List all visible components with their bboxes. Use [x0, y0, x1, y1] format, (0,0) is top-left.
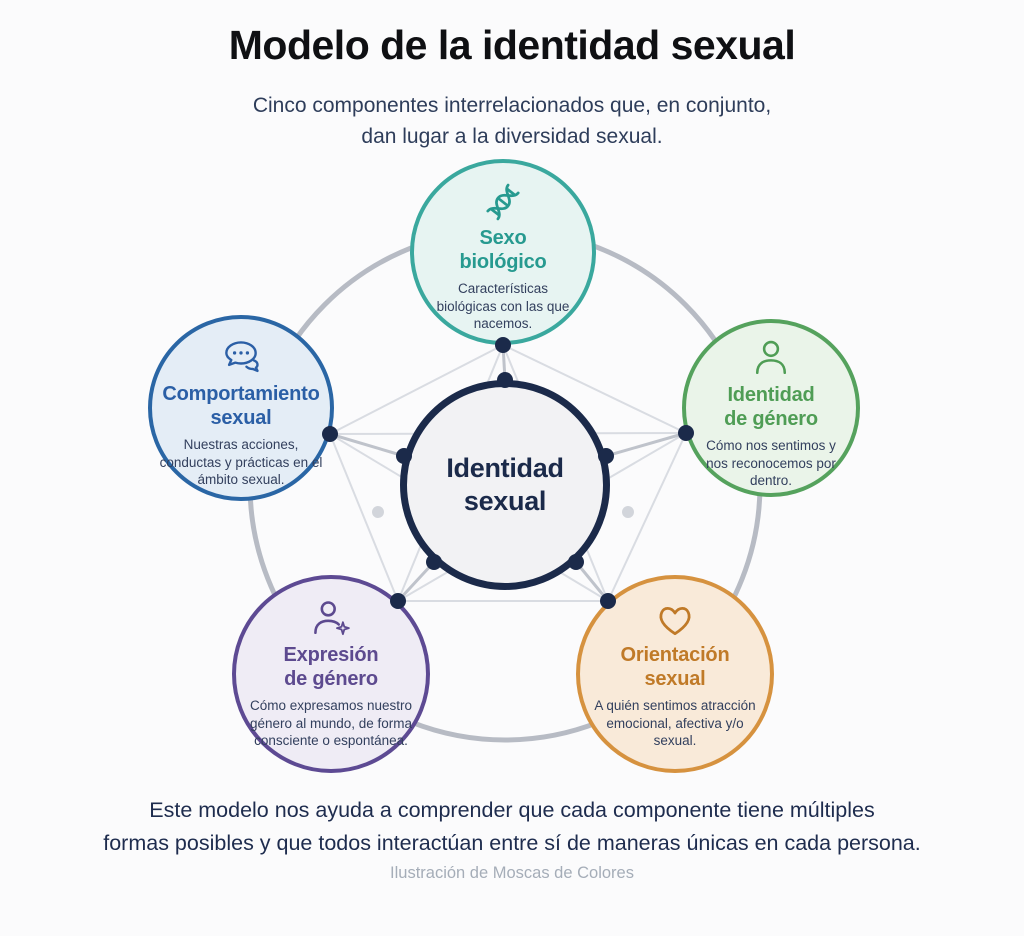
heart-icon: [653, 597, 697, 641]
node-title-line: sexual: [644, 668, 706, 690]
footer-note-line: Este modelo nos ayuda a comprender que c…: [149, 798, 875, 822]
node-title-line: biológico: [459, 251, 547, 273]
footer-note-line: formas posibles y que todos interactúan …: [103, 831, 921, 855]
footer-note: Este modelo nos ayuda a comprender que c…: [0, 794, 1024, 860]
credit: Ilustración de Moscas de Colores: [390, 864, 634, 882]
node-title-line: de género: [284, 668, 378, 690]
subtitle-line: dan lugar a la diversidad sexual.: [361, 125, 663, 148]
subtitle: Cinco componentes interrelacionados que,…: [0, 90, 1024, 152]
node-description: Características biológicas con las que n…: [436, 281, 570, 331]
subtitle-line: Cinco componentes interrelacionados que,…: [252, 94, 772, 117]
center-title-line: sexual: [463, 486, 547, 516]
node-title-line: Comportamiento: [162, 383, 320, 405]
node-title-line: de género: [724, 408, 818, 430]
node-title-line: Sexo: [479, 227, 527, 249]
node-title-line: Identidad: [727, 384, 815, 406]
center-title-line: Identidad: [446, 453, 564, 483]
chat-bubbles-icon: [219, 336, 263, 380]
node-description: Cómo nos sentimos y nos reconocemos por …: [706, 438, 836, 488]
node-description: Cómo expresamos nuestro género al mundo,…: [249, 698, 413, 748]
person-icon: [749, 337, 793, 381]
dna-icon: [481, 180, 525, 224]
node-title-line: Orientación: [620, 644, 730, 666]
node-description: A quién sentimos atracción emocional, af…: [594, 698, 756, 748]
node-title-line: Expresión: [283, 644, 379, 666]
page-title: Modelo de la identidad sexual: [228, 22, 796, 68]
person-sparkle-icon: [309, 597, 353, 641]
node-description: Nuestras acciones, conductas y prácticas…: [159, 437, 323, 487]
node-title-line: sexual: [210, 407, 272, 429]
